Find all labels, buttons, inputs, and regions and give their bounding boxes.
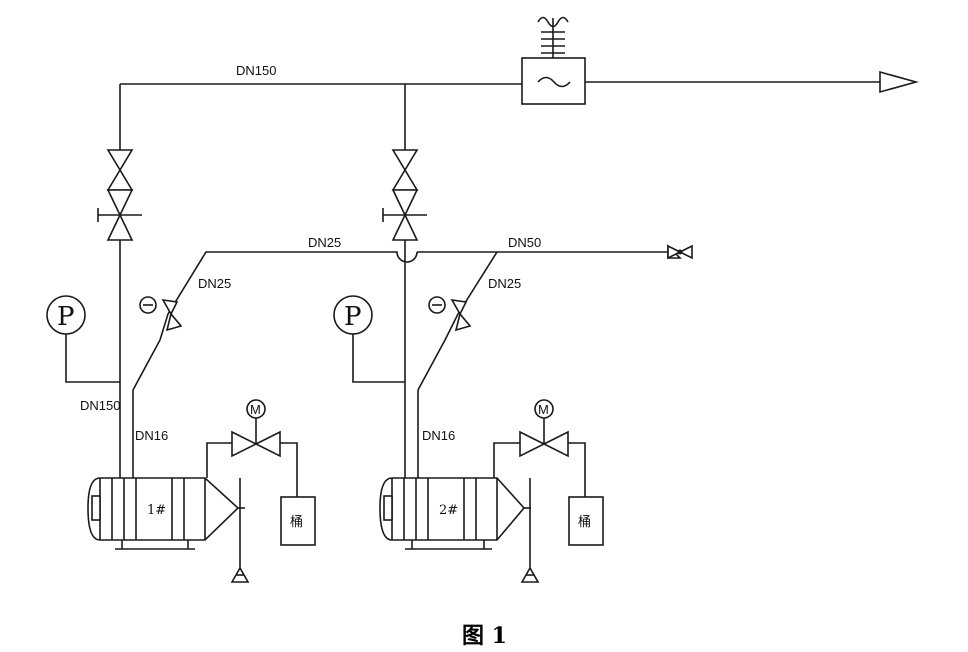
tank1-label: 1# xyxy=(147,503,166,518)
gauge2-label: P xyxy=(344,302,362,332)
tank-2: 2# xyxy=(379,477,531,550)
left-riser-size-label: DN150 xyxy=(80,398,120,413)
gate-valve-right-lower xyxy=(382,189,427,241)
figure-caption: 图 1 xyxy=(462,623,507,649)
tank2-label: 2# xyxy=(439,503,458,518)
bypass-branch-right xyxy=(417,251,498,391)
bucket2-label: 桶 xyxy=(578,515,591,530)
left-valve-size-label: DN25 xyxy=(198,276,231,291)
right-branch-size-label: DN16 xyxy=(422,428,455,443)
gate-valve-left-upper xyxy=(106,149,134,191)
end-valve xyxy=(667,244,693,260)
main-header-size-label: DN150 xyxy=(236,63,276,78)
motor-valve-2: M xyxy=(493,399,586,497)
motor-valve-1: M xyxy=(206,399,298,497)
tank-1: 1# xyxy=(87,477,245,550)
bucket-2: 桶 xyxy=(568,496,604,546)
bypass-size-label: DN25 xyxy=(308,235,341,250)
gate-valve-right-upper xyxy=(391,149,419,191)
pipe-crossover xyxy=(395,251,418,263)
left-branch-size-label: DN16 xyxy=(135,428,168,443)
bucket1-label: 桶 xyxy=(290,515,303,530)
pressure-gauge-2: P xyxy=(333,295,405,383)
motor1-label: M xyxy=(250,402,261,417)
outlet-arrow-icon xyxy=(879,70,919,94)
main-header-pipe xyxy=(119,81,880,150)
bucket-1: 桶 xyxy=(280,496,316,546)
outlet-size-label: DN50 xyxy=(508,235,541,250)
gauge1-label: P xyxy=(57,302,75,332)
gate-valve-left-lower xyxy=(97,189,142,241)
drain-2 xyxy=(520,478,540,583)
bypass-branch-left xyxy=(132,251,395,391)
vent-icon xyxy=(537,16,569,58)
silencer-box xyxy=(521,57,586,105)
motor2-label: M xyxy=(538,402,549,417)
drain-1 xyxy=(230,478,250,583)
right-valve-size-label: DN25 xyxy=(488,276,521,291)
pressure-gauge-1: P xyxy=(46,295,120,383)
